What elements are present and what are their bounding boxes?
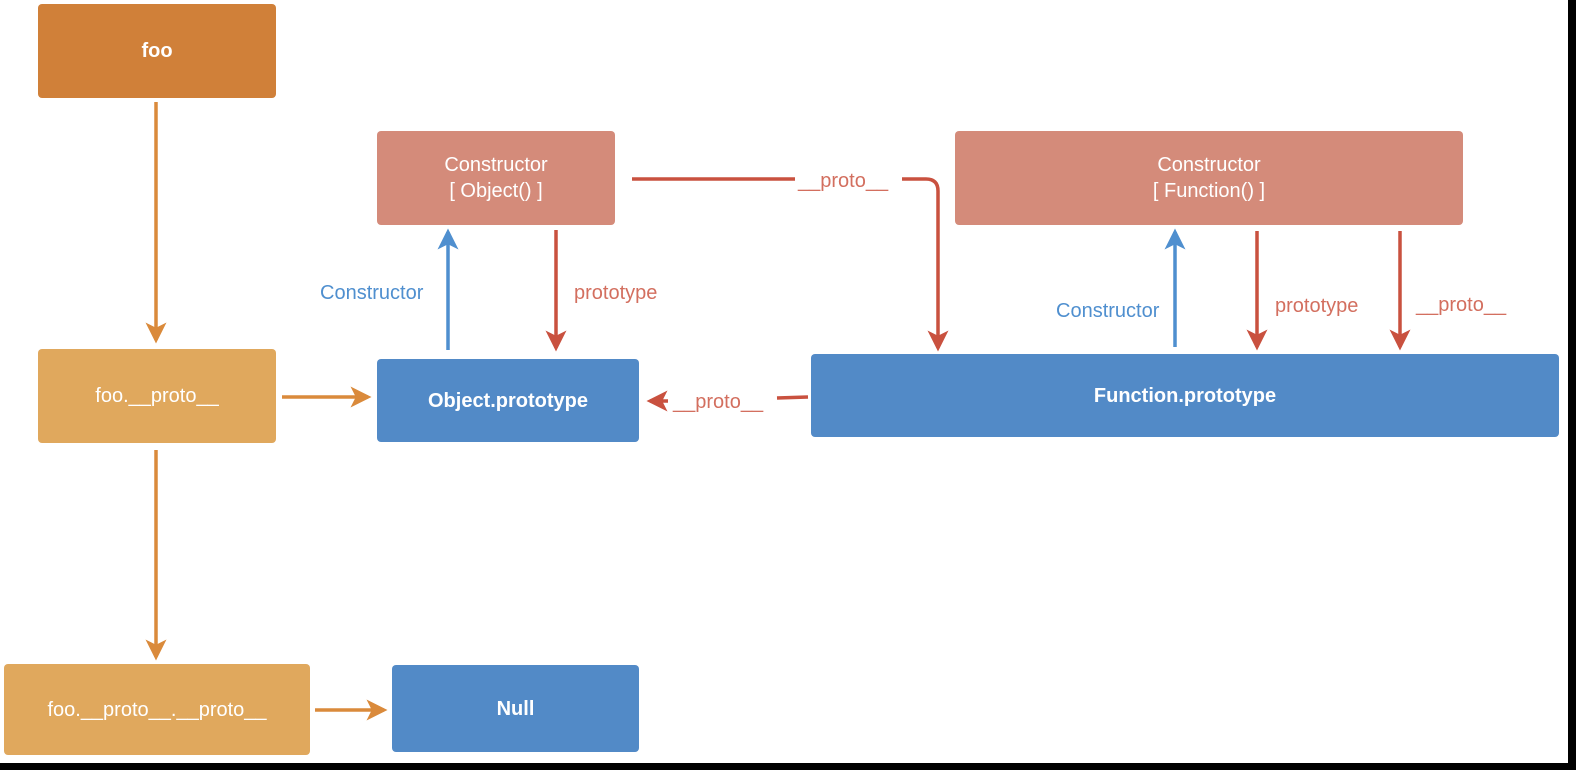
edge-function-prototype-proto	[650, 397, 809, 401]
label-function-ctor-proto: __proto__	[1415, 294, 1507, 316]
node-object-constructor-line1: Constructor	[444, 154, 548, 176]
node-null: Null	[392, 665, 639, 752]
node-function-constructor-line2: [ Function() ]	[1152, 180, 1266, 202]
label-object-constructor: Constructor	[320, 282, 424, 304]
node-function-prototype-label: Function.prototype	[1093, 384, 1277, 407]
node-foo-label: foo	[141, 40, 173, 62]
edge-object-ctor-proto	[632, 177, 938, 348]
node-object-constructor-line2: [ Object() ]	[449, 180, 543, 202]
label-object-ctor-proto: __proto__	[797, 170, 889, 192]
node-function-prototype: Function.prototype	[811, 354, 1559, 437]
label-function-prototype: prototype	[1275, 295, 1358, 317]
label-function-constructor: Constructor	[1056, 300, 1160, 322]
label-object-prototype: prototype	[574, 282, 657, 304]
node-object-prototype-label: Object.prototype	[427, 389, 588, 412]
node-object-constructor: Constructor [ Object() ]	[377, 131, 615, 225]
node-object-prototype: Object.prototype	[377, 359, 639, 442]
node-function-constructor: Constructor [ Function() ]	[955, 131, 1463, 225]
node-null-label: Null	[496, 697, 535, 720]
node-foo-proto-label: foo.__proto__	[95, 385, 219, 407]
label-function-prototype-proto: __proto__	[672, 391, 764, 413]
node-foo: foo	[38, 4, 276, 98]
node-foo-proto-proto-label: foo.__proto__.__proto__	[47, 698, 267, 721]
node-foo-proto: foo.__proto__	[38, 349, 276, 443]
node-foo-proto-proto: foo.__proto__.__proto__	[4, 664, 310, 755]
node-function-constructor-line1: Constructor	[1157, 154, 1261, 176]
